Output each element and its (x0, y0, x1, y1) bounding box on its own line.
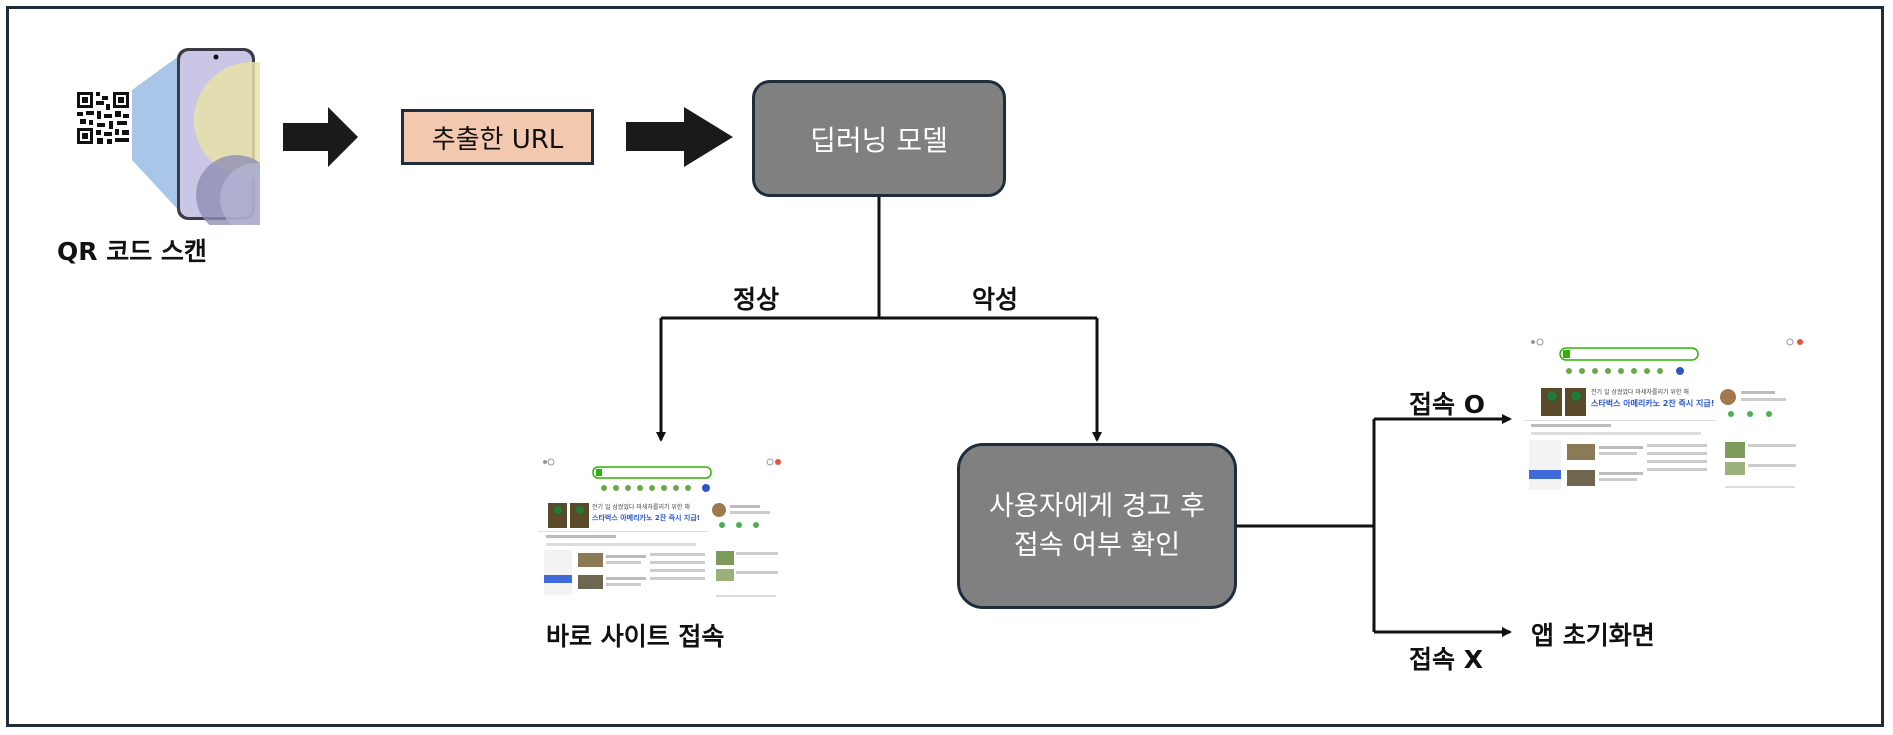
extracted-url-label: 추출한 URL (431, 124, 564, 155)
warning-box-line1: 사용자에게 경고 후 (989, 491, 1205, 522)
arrow-url-to-model (626, 107, 733, 167)
model-box-label: 딥러닝 모델 (810, 123, 948, 157)
banner-subtitle: 전기 일 삼켰었다 마세자를리기 위한 해 (1591, 389, 1689, 396)
web-page-thumbnail (1525, 338, 1803, 490)
access-no-label: 접속 X (1409, 645, 1483, 674)
banner-title: 스타벅스 아메리카노 2잔 즉시 지급! (1591, 399, 1715, 408)
qr-scan-label: QR 코드 스캔 (57, 237, 207, 266)
diagram-frame (6, 6, 1884, 727)
deep-learning-model-box: 딥러닝 모델 (752, 80, 1006, 197)
warning-confirm-box: 사용자에게 경고 후 접속 여부 확인 (957, 443, 1237, 609)
qr-code-icon (75, 90, 131, 146)
scan-beam (132, 53, 183, 215)
banner-subtitle: 전기 일 삼켰었다 마세자를리기 위한 해 (592, 504, 690, 511)
web-page-thumbnail (538, 458, 781, 597)
access-yes-label: 접속 O (1409, 390, 1485, 419)
extracted-url-box: 추출한 URL (401, 109, 594, 165)
qr-phone-illustration (75, 48, 260, 225)
banner-title: 스타벅스 아메리카노 2잔 즉시 지급! (592, 514, 700, 522)
access-yes-screenshot: 전기 일 삼켰었다 마세자를리기 위한 해 스타벅스 아메리카노 2잔 즉시 지… (1525, 334, 1812, 499)
direct-site-screenshot: 전기 일 삼켰었다 마세자를리기 위한 해 스타벅스 아메리카노 2잔 즉시 지… (538, 455, 788, 610)
arrow-qr-to-url (283, 107, 358, 167)
app-home-label: 앱 초기화면 (1531, 621, 1655, 650)
direct-access-label: 바로 사이트 접속 (546, 622, 725, 651)
smartphone-icon (177, 48, 260, 225)
normal-branch-label: 정상 (733, 285, 780, 314)
malicious-branch-label: 악성 (972, 285, 1019, 314)
warning-box-line2: 접속 여부 확인 (1013, 530, 1181, 561)
